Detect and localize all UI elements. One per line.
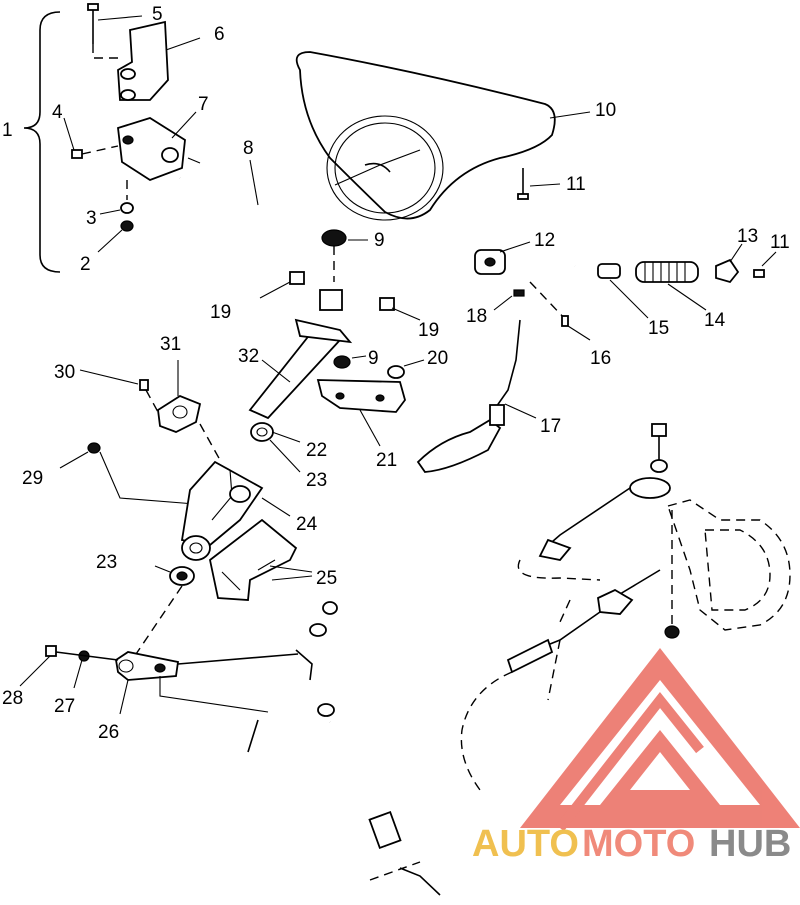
callout-7: 7 bbox=[198, 94, 209, 115]
part-screw-4 bbox=[63, 117, 119, 159]
part-clip-19-a bbox=[259, 271, 305, 299]
callout-27: 27 bbox=[54, 696, 75, 717]
callout-17: 17 bbox=[540, 416, 561, 437]
part-bolt-28 bbox=[19, 645, 119, 687]
callout-29: 29 bbox=[22, 468, 43, 489]
callout-3: 3 bbox=[86, 208, 97, 229]
part-screw-11-b bbox=[753, 251, 777, 278]
part-screw-18 bbox=[493, 289, 525, 311]
part-column-support-24 bbox=[180, 460, 291, 561]
part-nut-29 bbox=[59, 442, 196, 505]
part-bolt-5 bbox=[87, 3, 143, 44]
callout-26: 26 bbox=[98, 722, 119, 743]
callout-24: 24 bbox=[296, 514, 318, 535]
part-nut-2 bbox=[97, 220, 134, 253]
part-grip-14 bbox=[635, 261, 707, 311]
part-knob-9-a bbox=[321, 229, 368, 282]
callout-18: 18 bbox=[466, 306, 487, 327]
callout-20: 20 bbox=[427, 348, 448, 369]
callout-12: 12 bbox=[534, 230, 555, 251]
part-clamp-bracket-6 bbox=[92, 20, 201, 101]
callout-1: 1 bbox=[2, 120, 13, 141]
part-steering-column-32 bbox=[248, 289, 353, 420]
part-handlebar-8 bbox=[178, 157, 576, 326]
part-screw-11-a bbox=[517, 168, 561, 200]
part-flange-31 bbox=[157, 360, 202, 433]
part-screw-16 bbox=[529, 281, 591, 341]
part-bearing-23-a bbox=[269, 439, 301, 473]
callout-6: 6 bbox=[214, 24, 225, 45]
part-bushing-22 bbox=[250, 422, 301, 443]
part-harness-17 bbox=[416, 319, 537, 473]
callout-11-a: 11 bbox=[566, 174, 586, 195]
callout-9-a: 9 bbox=[374, 230, 385, 251]
callout-labels: 1 2 3 4 5 6 7 8 9 9 10 11 11 12 13 14 15… bbox=[2, 4, 790, 743]
callout-23-b: 23 bbox=[96, 552, 117, 573]
callout-11-b: 11 bbox=[770, 232, 790, 253]
callout-22: 22 bbox=[306, 440, 327, 461]
part-end-cap-15 bbox=[597, 263, 649, 319]
part-pitman-arm-26 bbox=[115, 651, 180, 715]
callout-19-a: 19 bbox=[210, 302, 231, 323]
part-inner-cable bbox=[460, 569, 661, 791]
callout-5: 5 bbox=[152, 4, 163, 25]
part-bracket-21 bbox=[316, 379, 406, 447]
callout-31: 31 bbox=[160, 334, 181, 355]
watermark-text: AUTO MOTO HUB bbox=[472, 823, 791, 865]
watermark-hub: HUB bbox=[709, 823, 791, 865]
watermark-auto: AUTO bbox=[472, 823, 579, 865]
callout-4: 4 bbox=[52, 102, 63, 123]
callout-28: 28 bbox=[2, 688, 23, 709]
part-switch-12 bbox=[474, 241, 531, 275]
part-washer-3 bbox=[99, 180, 134, 215]
callout-30: 30 bbox=[54, 362, 75, 383]
part-tie-rod-end bbox=[517, 423, 671, 581]
callout-13: 13 bbox=[737, 226, 758, 247]
callout-8: 8 bbox=[243, 138, 254, 159]
callout-21: 21 bbox=[376, 450, 397, 471]
watermark-moto: MOTO bbox=[582, 823, 695, 865]
callout-25: 25 bbox=[316, 568, 337, 589]
callout-16: 16 bbox=[590, 348, 611, 369]
part-steering-pad-10 bbox=[295, 51, 591, 221]
callout-14: 14 bbox=[704, 310, 726, 331]
callout-23-a: 23 bbox=[306, 470, 327, 491]
part-steering-knuckle bbox=[664, 499, 791, 639]
part-screw-20 bbox=[387, 359, 425, 379]
part-mounting-plate-25 bbox=[209, 518, 313, 601]
part-grip-end-13 bbox=[715, 243, 743, 284]
callout-9-b: 9 bbox=[368, 348, 379, 369]
automotohub-logo bbox=[520, 648, 800, 832]
part-bearing-23-b bbox=[131, 565, 195, 661]
part-shift-cable bbox=[328, 721, 441, 896]
part-clip-19-b bbox=[379, 297, 421, 321]
callout-32: 32 bbox=[238, 346, 259, 367]
callout-15: 15 bbox=[648, 318, 669, 339]
part-nut-9-b bbox=[333, 355, 367, 369]
callout-19-b: 19 bbox=[418, 320, 439, 341]
part-switch-housing-7 bbox=[117, 111, 197, 182]
callout-2: 2 bbox=[80, 254, 91, 275]
part-screw-30 bbox=[79, 369, 159, 413]
group-bracket bbox=[23, 11, 61, 273]
part-tie-rod bbox=[159, 649, 313, 753]
leader-31-to-24 bbox=[199, 423, 221, 461]
callout-10: 10 bbox=[595, 100, 616, 121]
part-nut-stack-right bbox=[309, 601, 338, 717]
